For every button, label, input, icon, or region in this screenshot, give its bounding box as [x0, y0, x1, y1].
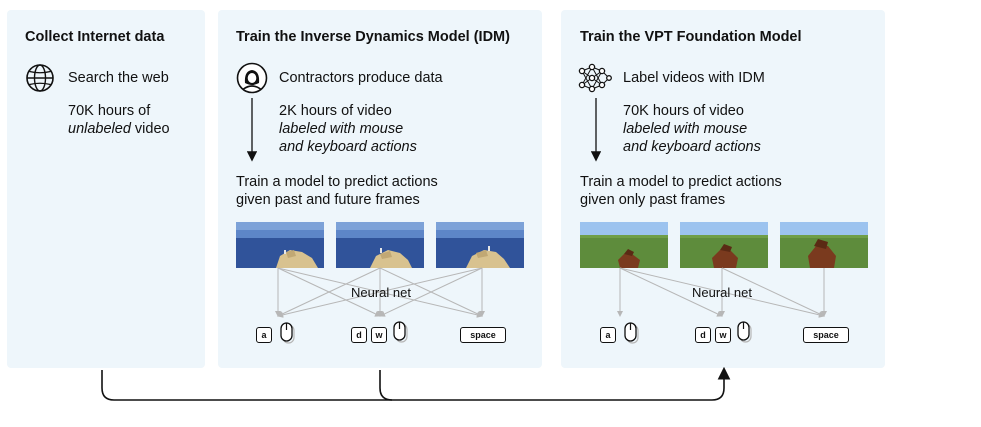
- mouse-icon: [624, 322, 639, 344]
- vpt-frame-1: [580, 222, 668, 268]
- idm-key-w: w: [371, 327, 387, 343]
- panel-vpt: [561, 10, 885, 368]
- mouse-icon: [737, 321, 752, 343]
- idm-neural-net-label: Neural net: [351, 285, 411, 300]
- collect-detail-2: unlabeled video: [68, 120, 170, 138]
- idm-detail-1: 2K hours of video: [279, 103, 392, 119]
- flow-connector-collect: [101, 366, 731, 401]
- idm-frame-3: [436, 222, 524, 268]
- panel-idm-title: Train the Inverse Dynamics Model (IDM): [236, 29, 510, 45]
- flow-connector-idm: [379, 370, 393, 401]
- idm-train-1: Train a model to predict actions: [236, 174, 438, 190]
- panel-collect-title: Collect Internet data: [25, 29, 165, 45]
- vpt-detail-3: and keyboard actions: [623, 139, 761, 155]
- idm-key-a: a: [256, 327, 272, 343]
- idm-key-d: d: [351, 327, 367, 343]
- vpt-train-2: given only past frames: [580, 192, 726, 208]
- idm-frame-2: [336, 222, 424, 268]
- vpt-key-space: space: [803, 327, 849, 343]
- idm-key-space: space: [460, 327, 506, 343]
- vpt-detail-2: labeled with mouse: [623, 121, 748, 137]
- vpt-neural-lines: [617, 267, 827, 318]
- vpt-frame-3: [780, 222, 868, 268]
- collect-detail-1: 70K hours of: [68, 103, 151, 119]
- idm-detail-2: labeled with mouse: [279, 121, 404, 137]
- vpt-neural-net-label: Neural net: [692, 285, 752, 300]
- panel-collect: [7, 10, 205, 368]
- collect-step: Search the web: [68, 70, 169, 86]
- idm-neural-lines: [275, 267, 485, 318]
- neural-network-icon: [578, 63, 612, 93]
- vpt-key-d: d: [695, 327, 711, 343]
- vpt-step: Label videos with IDM: [623, 70, 765, 86]
- mouse-icon: [393, 321, 408, 343]
- mouse-icon: [280, 322, 295, 344]
- person-icon: [236, 62, 268, 94]
- vpt-train-1: Train a model to predict actions: [580, 174, 782, 190]
- idm-detail-3: and keyboard actions: [279, 139, 417, 155]
- idm-step: Contractors produce data: [279, 70, 443, 86]
- vpt-key-a: a: [600, 327, 616, 343]
- collect-detail-2-rest: video: [130, 121, 170, 137]
- vpt-frame-2: [680, 222, 768, 268]
- vpt-key-w: w: [715, 327, 731, 343]
- collect-detail-2-italic: unlabeled: [68, 121, 131, 137]
- globe-icon: [26, 64, 54, 92]
- idm-frame-1: [236, 222, 324, 268]
- vpt-detail-1: 70K hours of video: [623, 103, 744, 119]
- idm-train-2: given past and future frames: [236, 192, 420, 208]
- panel-vpt-title: Train the VPT Foundation Model: [580, 29, 802, 45]
